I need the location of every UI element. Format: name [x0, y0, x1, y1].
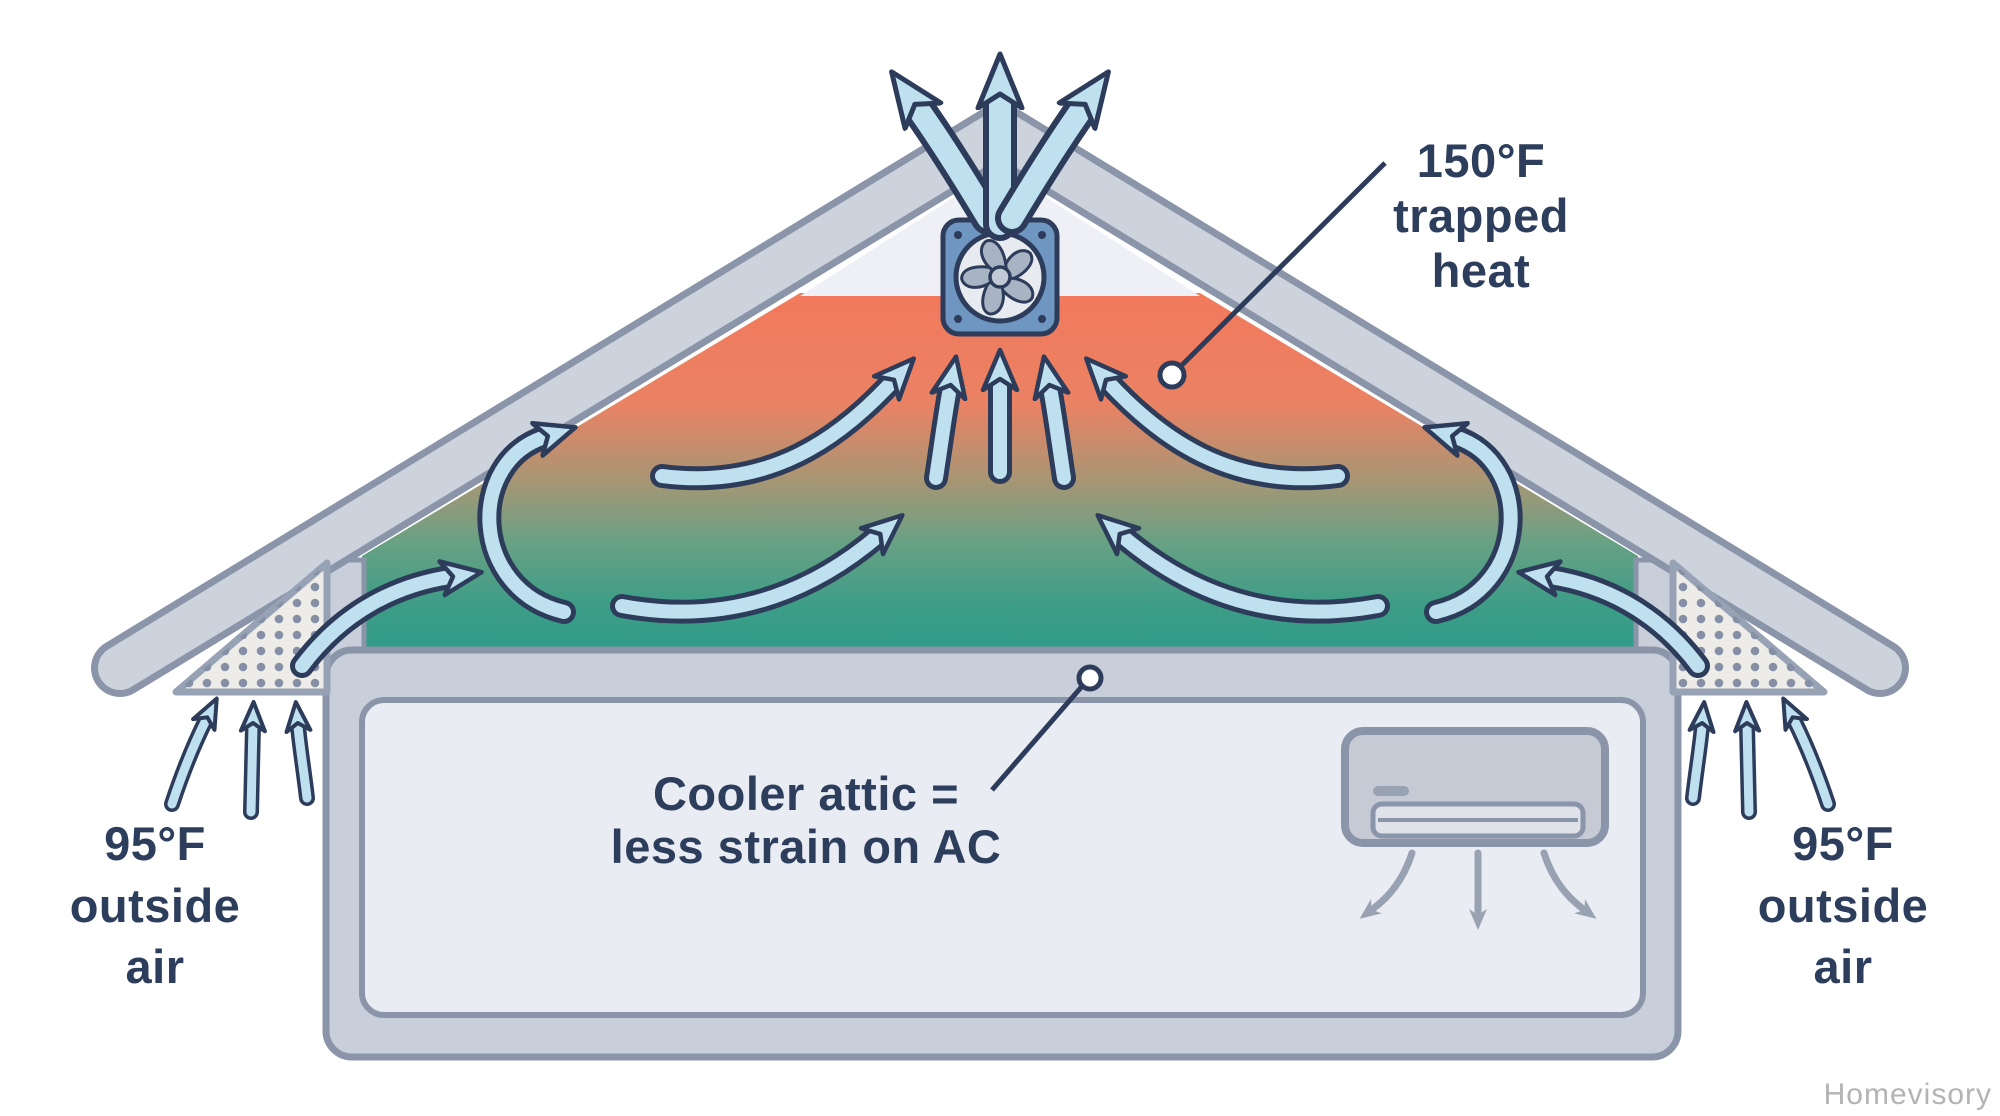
outside-air-right-line2: outside [1758, 879, 1929, 932]
cooler-attic-label: Cooler attic = less strain on AC [611, 767, 1002, 873]
airflow-arrow-icon [929, 388, 950, 485]
trapped-heat-callout [1157, 161, 1387, 390]
callout-line [1178, 161, 1387, 369]
callout-dot [1157, 360, 1187, 390]
airflow-arrow-icon [615, 536, 878, 619]
watermark: Homevisory [1824, 1078, 1992, 1111]
airflow-arrow-icon [1781, 696, 1833, 809]
callout-line [990, 682, 1086, 792]
outside-air-left-line2: outside [70, 879, 241, 932]
fan-blade [960, 265, 998, 289]
cooler-attic-line2: less strain on AC [611, 820, 1002, 873]
airflow-arrow-icon [1122, 536, 1385, 619]
outside-air-label-right: 95°F outside air [1758, 817, 1929, 993]
ac-airflow-arrow-icon [1540, 849, 1597, 919]
airflow-arrow-icon [1550, 577, 1705, 673]
airflow-arrow-icon [238, 700, 267, 817]
soffit-vent-perforations [1673, 563, 1824, 692]
fan-blades [960, 239, 1035, 316]
outside-air-left-line3: air [126, 940, 185, 993]
airflow-arrow-icon [1050, 388, 1071, 485]
airflow-arrow-icon [1108, 382, 1345, 486]
ac-unit-icon [1341, 727, 1609, 847]
soffit-vent-right [1669, 559, 1828, 696]
callout-dot [1076, 664, 1104, 692]
house-interior [359, 697, 1646, 1018]
fan-blade [979, 239, 1008, 275]
ac-airflow-arrows [1359, 849, 1597, 930]
airflow-arrow-icon [1733, 700, 1762, 817]
airflow-arrow-icon [167, 696, 219, 809]
ac-airflow-arrow-icon [1359, 849, 1416, 919]
fan-screw [954, 231, 962, 239]
fan-hub [988, 265, 1012, 289]
trapped-heat-line3: heat [1432, 244, 1531, 297]
airflow-arrow-icon [1001, 106, 1084, 229]
airflow-arrow-icon [655, 382, 892, 486]
outside-air-right-line1: 95°F [1792, 817, 1894, 870]
trapped-heat-line1: 150°F [1417, 134, 1545, 187]
airflow-arrow-icon [1436, 437, 1518, 619]
airflow-arrow-icon [916, 106, 999, 229]
cooler-attic-callout [990, 664, 1104, 792]
airflow-arrow-icon [284, 700, 313, 803]
fan-screw [954, 315, 962, 323]
airflow-arrows [164, 96, 1836, 820]
trapped-heat-label: 150°F trapped heat [1393, 134, 1569, 297]
outside-air-label-left: 95°F outside air [70, 817, 241, 993]
fan-screw [1038, 231, 1046, 239]
airflow-arrow-icon [482, 437, 564, 619]
airflow-arrow-icon [295, 577, 450, 673]
soffit-vent-perforations [176, 563, 327, 692]
outside-air-right-line3: air [1814, 940, 1873, 993]
outside-air-left-line1: 95°F [104, 817, 206, 870]
ac-unit-display [1373, 786, 1409, 796]
fan-screw [1038, 315, 1046, 323]
airflow-arrow-icon [1687, 700, 1716, 803]
exhaust-fan-icon [940, 217, 1060, 337]
trapped-heat-line2: trapped [1393, 189, 1569, 242]
cooler-attic-line1: Cooler attic = [653, 767, 959, 820]
